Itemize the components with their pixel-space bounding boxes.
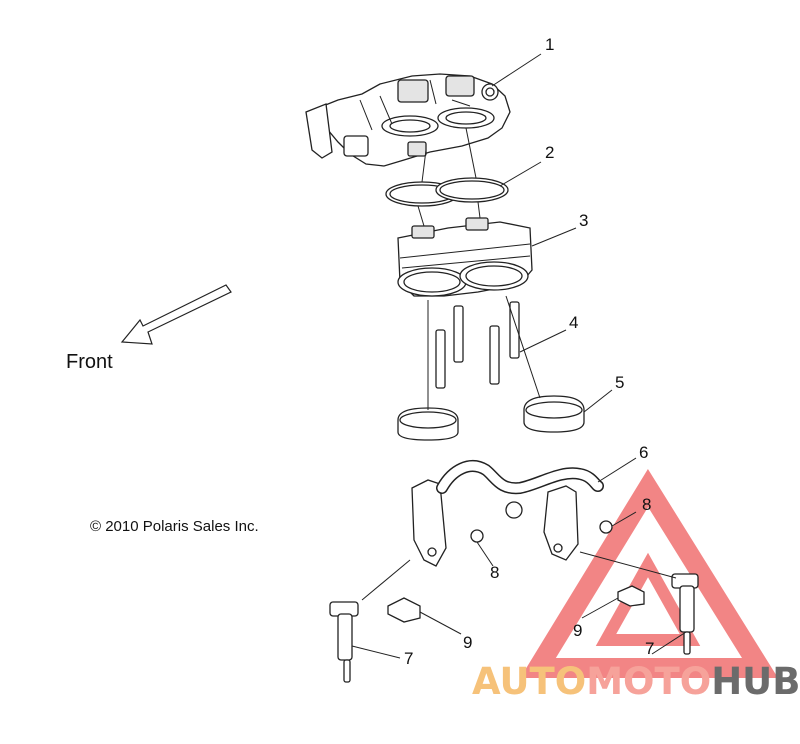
front-label: Front xyxy=(66,351,113,373)
leader-lines xyxy=(351,53,687,659)
o-ring-part xyxy=(385,177,509,207)
front-direction-arrow-icon xyxy=(120,284,232,345)
callout-9-right: 9 xyxy=(573,621,582,640)
watermark-hub: HUB xyxy=(711,660,800,703)
callout-2: 2 xyxy=(545,143,554,162)
watermark-moto: MOTO xyxy=(586,660,711,703)
callout-8-left: 8 xyxy=(490,563,499,582)
intake-boot-part xyxy=(397,217,533,297)
callout-1: 1 xyxy=(545,35,554,54)
watermark-text: AUTOMOTOHUB xyxy=(472,660,800,703)
screw-part xyxy=(470,520,613,543)
retaining-clip-part xyxy=(387,585,645,623)
callout-8-right: 8 xyxy=(642,495,651,514)
hose-clamp-part xyxy=(397,395,585,441)
callout-7-left: 7 xyxy=(404,649,413,668)
throttle-body-part xyxy=(305,73,511,167)
callout-6: 6 xyxy=(639,443,648,462)
callout-7-right: 7 xyxy=(645,639,654,658)
bolt-part xyxy=(435,301,520,389)
fuel-rail-assembly-part xyxy=(411,460,604,567)
watermark-auto: AUTO xyxy=(472,660,586,703)
callout-3: 3 xyxy=(579,211,588,230)
fuel-injector-part xyxy=(329,573,699,683)
callout-9-left: 9 xyxy=(463,633,472,652)
callout-4: 4 xyxy=(569,313,578,332)
callout-5: 5 xyxy=(615,373,624,392)
copyright-notice: © 2010 Polaris Sales Inc. xyxy=(90,518,259,535)
